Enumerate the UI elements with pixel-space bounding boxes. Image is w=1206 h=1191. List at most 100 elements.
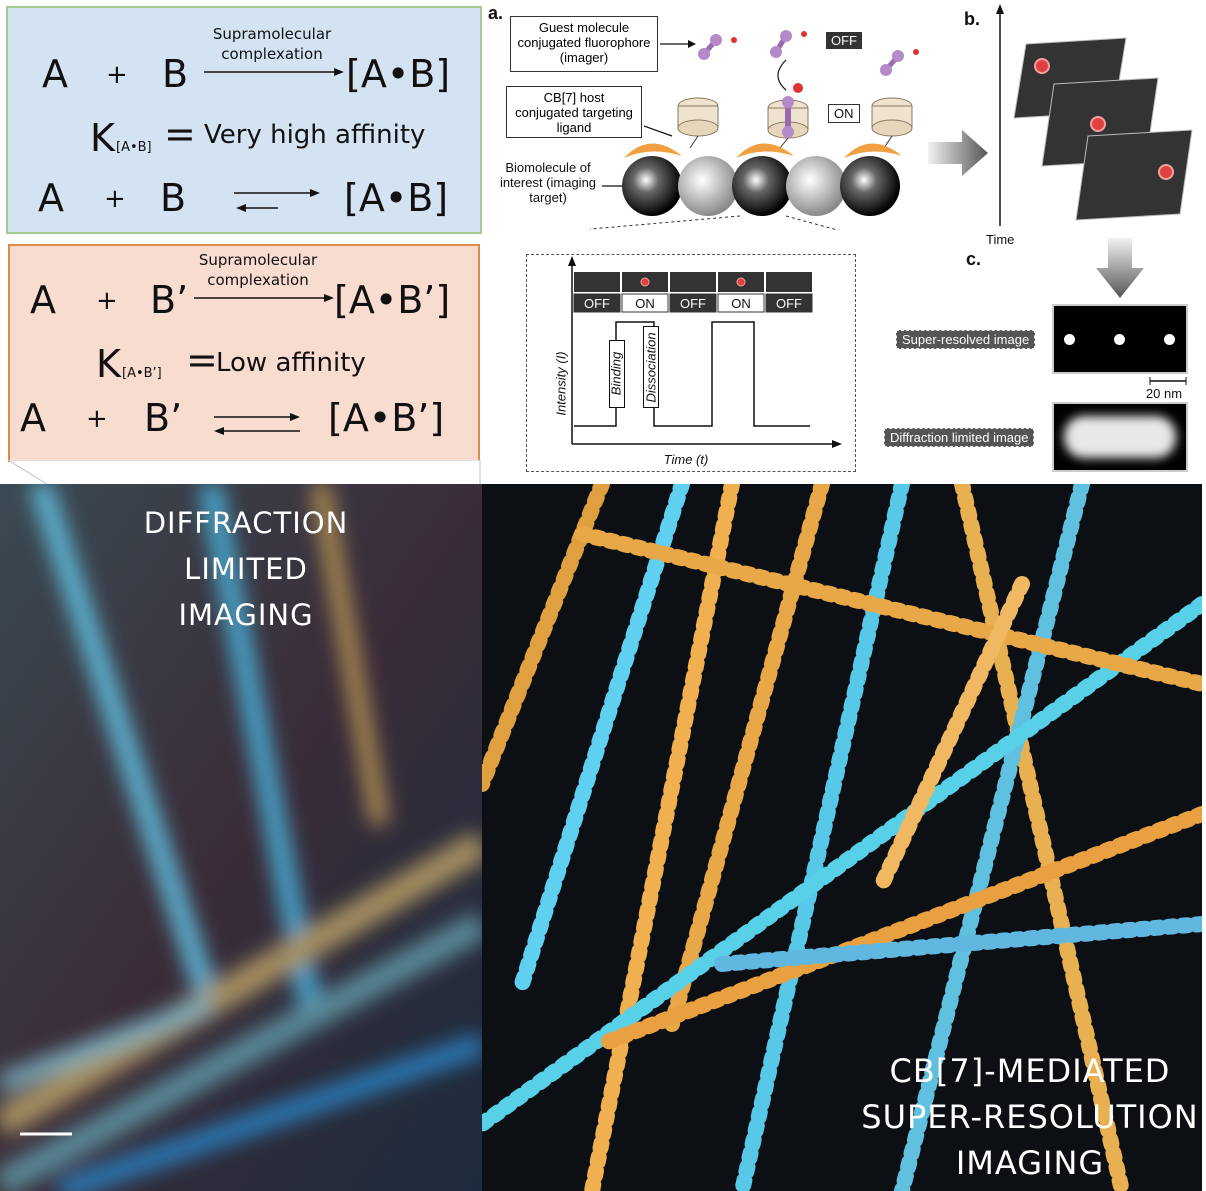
exchange-arrow <box>777 59 787 91</box>
complexation-label: Supramolecular complexation <box>212 25 332 63</box>
reactant-a-low: A <box>30 278 56 322</box>
intensity-trace: OFF ON OFF ON OFF <box>568 256 842 448</box>
time-label: Time <box>986 232 1015 247</box>
plus-sign-low-eq: + <box>86 404 108 434</box>
callout-line <box>590 215 741 230</box>
super-resolution-micrograph <box>482 484 1202 1191</box>
state-label-box <box>573 293 621 313</box>
localization-dot <box>1164 334 1175 345</box>
state-label: OFF <box>584 296 610 311</box>
target-bead <box>840 156 900 216</box>
state-label-box <box>765 293 813 313</box>
equilibrium-arrows-low <box>214 413 300 435</box>
state-frame <box>574 272 620 292</box>
guest-molecule-label: Guest molecule conjugated fluorophore (i… <box>510 16 658 72</box>
host-ligand-label: CB[7] host conjugated targeting ligand <box>506 86 642 138</box>
cb7-host-icon <box>677 97 719 149</box>
on-state-tag: ON <box>828 104 860 123</box>
right-flow-arrow <box>928 130 988 176</box>
intensity-axis-label: Intensity (I) <box>553 351 569 416</box>
state-label: OFF <box>680 296 706 311</box>
scale-bar <box>1149 377 1187 385</box>
equals-sign: = <box>164 112 196 156</box>
cb7-host-icon <box>871 97 913 149</box>
k-symbol-low: K <box>96 342 121 386</box>
plus-sign-low: + <box>96 286 118 316</box>
blurred-fibers <box>0 484 482 1191</box>
time-series-frames <box>996 4 1193 226</box>
diffraction-limited-label: Diffraction limited image <box>884 428 1035 447</box>
binding-label: Binding <box>608 351 624 396</box>
affinity-label: Very high affinity <box>204 120 426 150</box>
callout-wedge <box>7 460 481 486</box>
panel-b-label: b. <box>964 9 980 29</box>
callout-line <box>785 215 840 230</box>
reactant-b-prime: B’ <box>150 278 189 322</box>
off-state-tag: OFF <box>826 32 862 49</box>
localization-dot <box>1114 334 1125 345</box>
state-label: OFF <box>776 296 802 311</box>
reactant-b: B <box>162 52 189 96</box>
panel-c-label: c. <box>966 249 982 269</box>
left-image-caption: DIFFRACTION LIMITED IMAGING <box>143 506 349 632</box>
eq-product-complex-low: [A•B’] <box>328 396 445 440</box>
reactant-b-eq: B <box>160 176 187 220</box>
guest-molecule-icon <box>770 30 807 58</box>
ligand-cap <box>624 143 682 158</box>
k-subscript-low: [A•B’] <box>122 366 162 381</box>
resolved-fibers <box>482 484 1202 1191</box>
k-subscript: [A•B] <box>116 140 152 155</box>
reactant-a-eq: A <box>38 176 64 220</box>
state-frame <box>766 272 812 292</box>
guest-molecule-icon <box>698 34 737 60</box>
low-affinity-panel: A + B’ Supramolecular complexation [A•B’… <box>8 244 480 462</box>
ligand-cap <box>736 143 794 158</box>
state-label-box <box>717 293 765 313</box>
biomolecule-label: Biomolecule of interest (imaging target) <box>499 160 597 205</box>
host-pointer <box>643 125 673 137</box>
affinity-label-low: Low affinity <box>216 348 366 378</box>
super-resolved-label: Super-resolved image <box>896 330 1036 349</box>
time-axis-label: Time (t) <box>663 452 709 467</box>
scale-bar-label: 20 nm <box>1145 386 1183 401</box>
forward-arrow-low <box>194 294 334 302</box>
schematic-drawing <box>590 30 919 230</box>
equilibrium-arrows-high <box>234 189 320 212</box>
product-complex: [A•B] <box>346 52 451 96</box>
diffraction-limited-micrograph <box>0 484 482 1191</box>
state-label: ON <box>731 296 751 311</box>
reactant-a-low-eq: A <box>20 396 46 440</box>
state-label-box <box>669 293 717 313</box>
diffraction-limited-image <box>1052 402 1188 472</box>
frame-3 <box>1075 129 1193 221</box>
target-bead <box>622 156 682 216</box>
state-frame <box>670 272 716 292</box>
state-label: ON <box>635 296 655 311</box>
panel-a-label: a. <box>488 3 504 23</box>
binding-label-box <box>609 340 625 408</box>
ligand-cap <box>844 143 902 158</box>
right-image-caption: CB[7]-MEDIATED SUPER-RESOLUTION IMAGING <box>861 1052 1199 1182</box>
forward-arrow <box>204 68 344 76</box>
state-label-box <box>621 293 669 313</box>
cb7-host-bound-icon <box>767 83 809 149</box>
spacer-bead <box>786 156 846 216</box>
k-symbol: K <box>90 116 115 160</box>
complexation-label-low: Supramolecular complexation <box>198 251 318 289</box>
equals-sign-low: = <box>186 338 218 382</box>
super-resolved-image <box>1052 304 1188 374</box>
dissociation-label: Dissociation <box>643 332 659 403</box>
spacer-bead <box>678 156 738 216</box>
reactant-a: A <box>42 52 68 96</box>
high-affinity-panel: A + B Supramolecular complexation [A•B] … <box>6 6 482 234</box>
plus-sign-eq: + <box>104 184 126 214</box>
down-flow-arrow <box>1096 238 1144 298</box>
dissociation-label-box <box>643 326 659 408</box>
target-bead <box>732 156 792 216</box>
eq-product-complex: [A•B] <box>344 176 449 220</box>
product-complex-low: [A•B’] <box>334 278 451 322</box>
reactant-b-prime-eq: B’ <box>144 396 183 440</box>
guest-molecule-icon <box>880 49 919 76</box>
localization-dot <box>1064 334 1075 345</box>
fluorophore-dot <box>640 277 650 287</box>
